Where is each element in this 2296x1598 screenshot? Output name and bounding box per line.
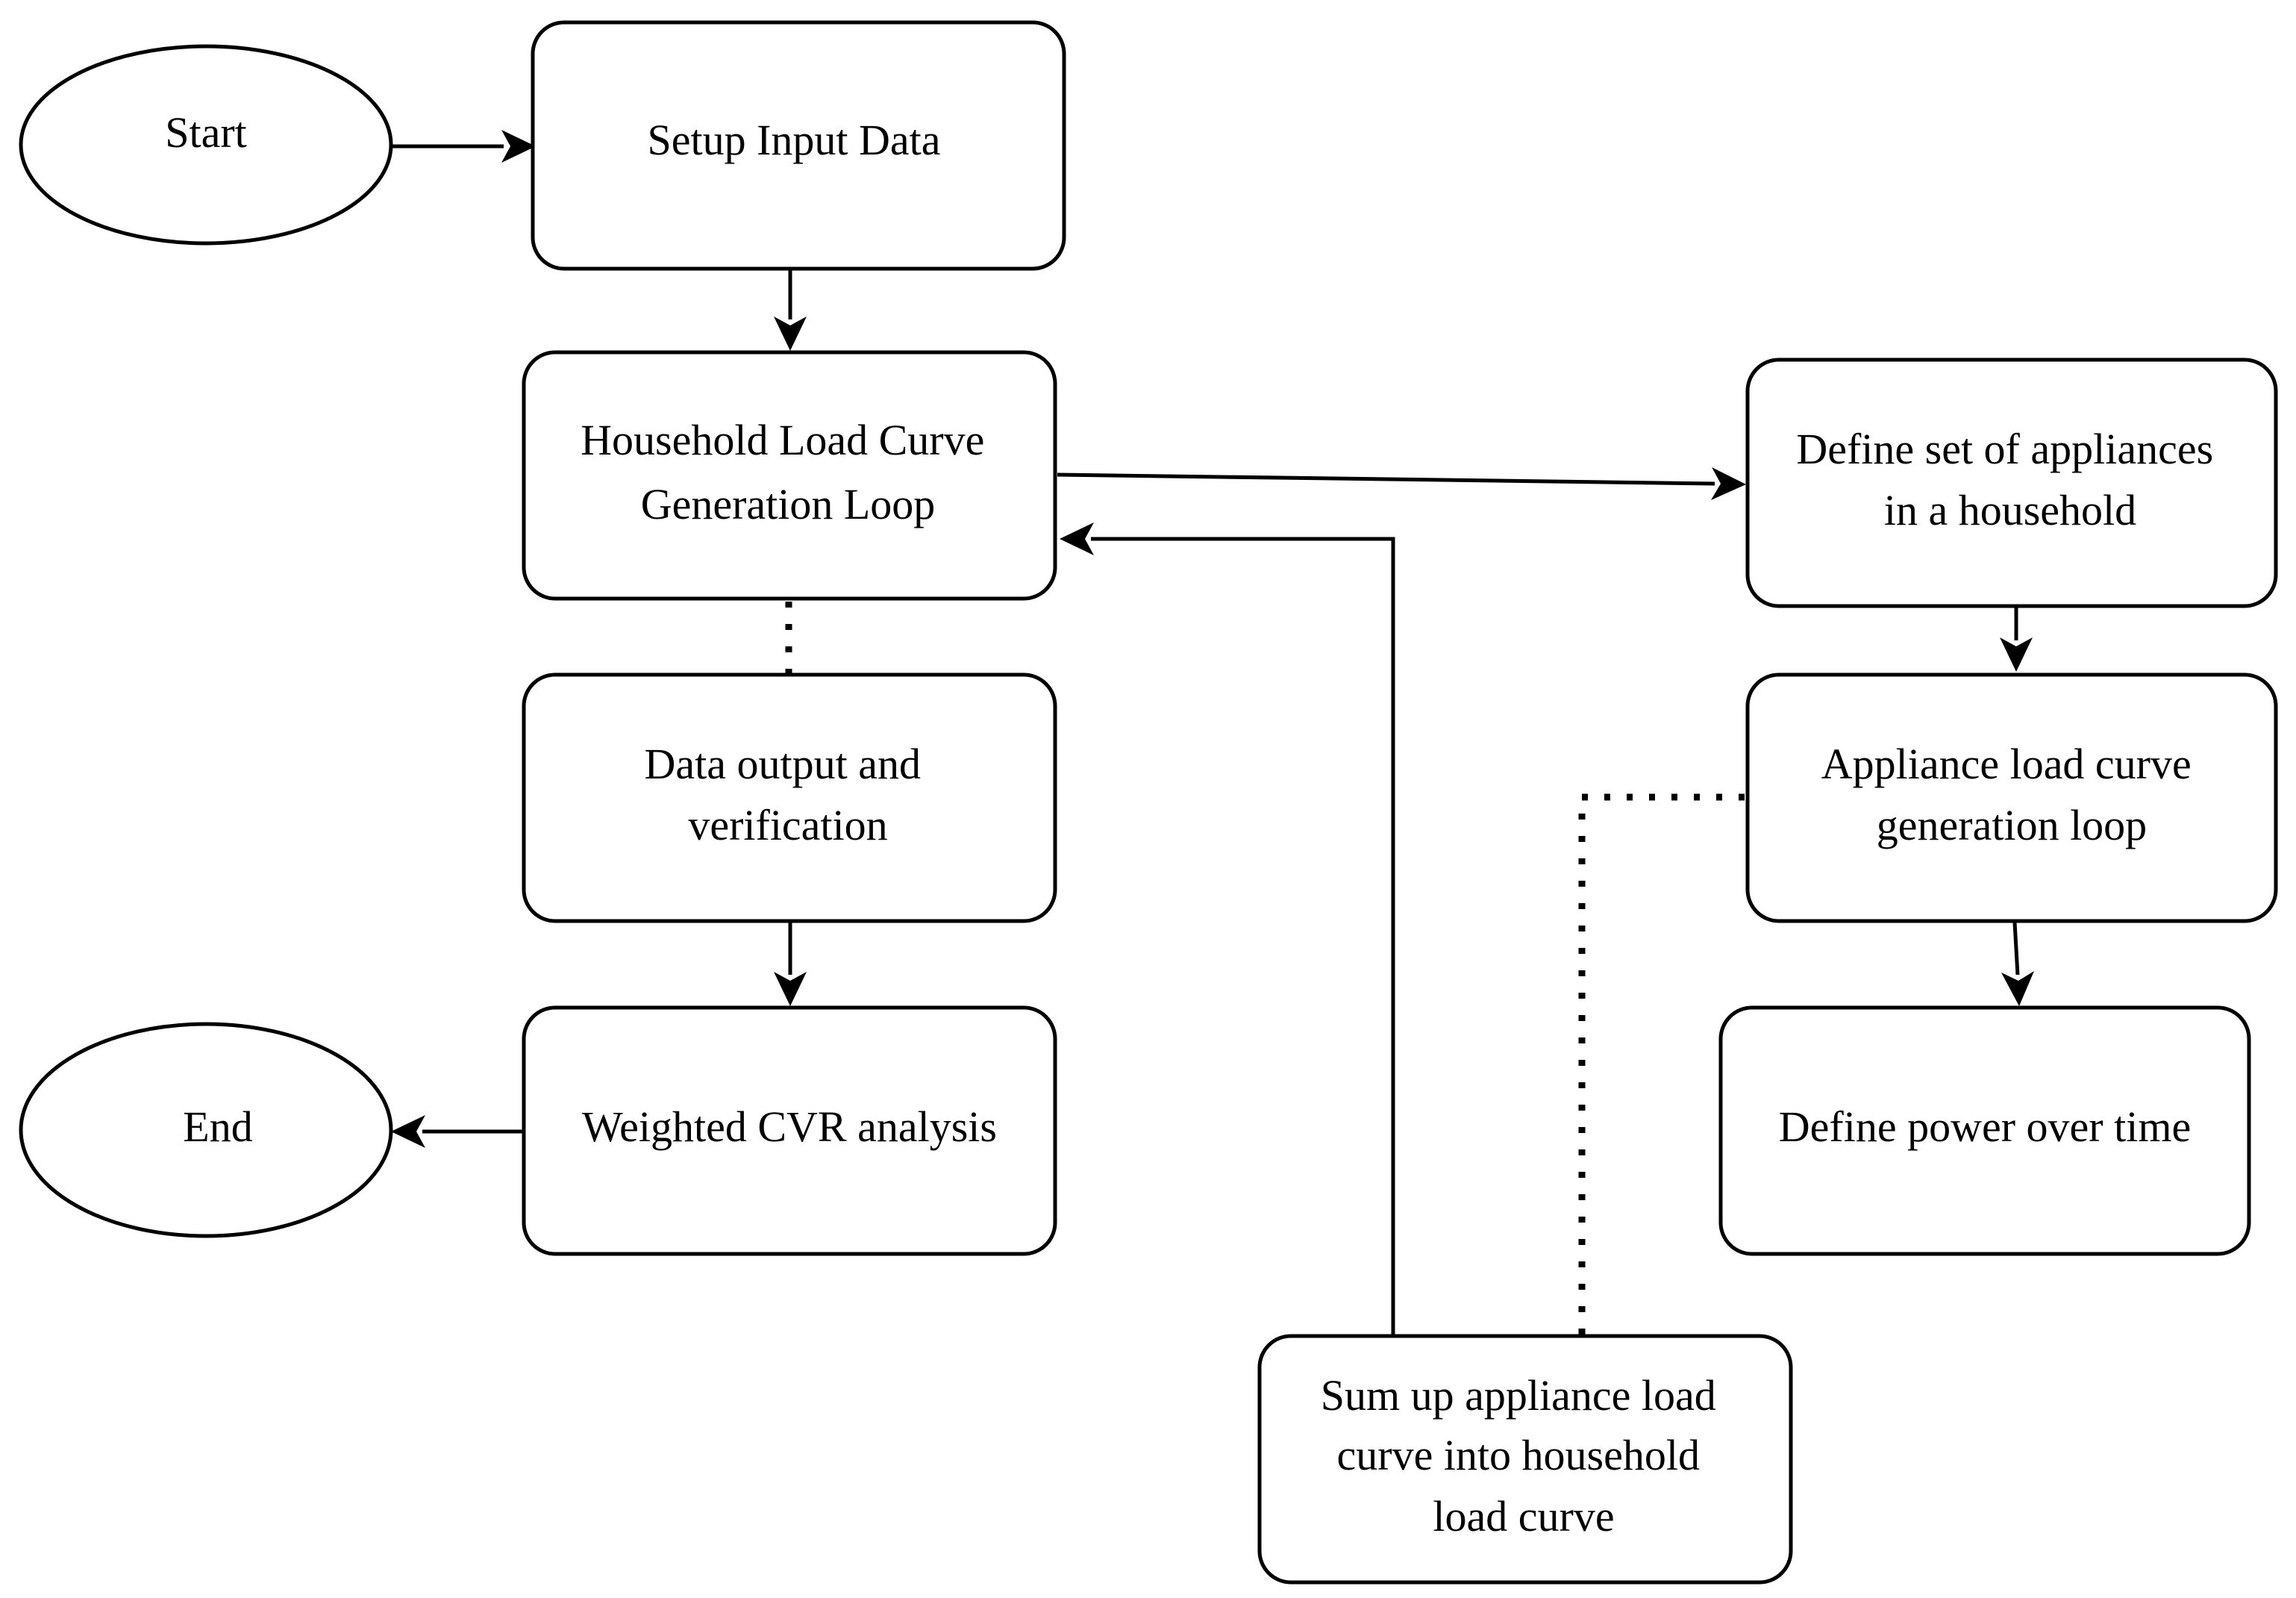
arrowhead-data-output-to-weighted-cvr [774, 972, 807, 1006]
node-define-set-of-appliances: Define set of appliances in a household [1745, 358, 2278, 608]
edge-appliance-loop-to-sum-up-dotted [1578, 793, 1745, 1336]
node-start: Start [19, 44, 393, 246]
sum-up-appliance-load-curve-box [1257, 1334, 1793, 1585]
arrowhead-household-loop-to-define-appliances [1711, 467, 1746, 500]
node-define-power-over-time: Define power over time [1718, 1005, 2251, 1256]
setup-input-data-box [531, 20, 1066, 271]
start-label: Start [165, 108, 247, 157]
edge-sum-up-to-household-loop [1091, 537, 1395, 1336]
setup-input-data-label: Setup Input Data [647, 116, 940, 164]
arrowhead-setup-to-household-loop [774, 316, 807, 351]
data-output-verification-box [522, 672, 1057, 923]
data-output-verification-label: Data output and verification [645, 740, 932, 849]
start-ellipse [19, 44, 393, 246]
household-load-curve-loop-label: Household Load Curve Generation Loop [581, 416, 995, 528]
define-power-over-time-label: Define power over time [1779, 1102, 2191, 1151]
weighted-cvr-analysis-label: Weighted CVR analysis [582, 1102, 997, 1151]
arrowhead-define-appliances-to-appliance-loop [2000, 637, 2033, 672]
node-appliance-load-curve-loop: Appliance load curve generation loop [1745, 672, 2278, 923]
define-power-over-time-box [1718, 1005, 2251, 1256]
appliance-load-curve-loop-label: Appliance load curve generation loop [1821, 740, 2203, 849]
edges [391, 130, 2034, 1336]
node-setup-input-data: Setup Input Data [531, 20, 1066, 271]
node-household-load-curve-loop: Household Load Curve Generation Loop [522, 350, 1057, 601]
arrowhead-appliance-loop-to-define-power [2001, 971, 2034, 1006]
node-data-output-verification: Data output and verification [522, 672, 1057, 923]
node-end: End [19, 1022, 393, 1238]
sum-up-appliance-load-curve-label: Sum up appliance load curve into househo… [1321, 1371, 1727, 1541]
weighted-cvr-analysis-box [522, 1005, 1057, 1256]
end-label: End [183, 1102, 252, 1151]
node-weighted-cvr-analysis: Weighted CVR analysis [522, 1005, 1057, 1256]
household-load-curve-loop-box [522, 350, 1057, 601]
end-ellipse [19, 1022, 393, 1238]
edge-household-loop-to-define-appliances [1057, 472, 1715, 486]
node-sum-up-appliance-load-curve: Sum up appliance load curve into househo… [1257, 1334, 1793, 1585]
edge-appliance-loop-to-define-power [2012, 922, 2020, 976]
arrowhead-sum-up-to-household-loop [1060, 522, 1094, 555]
arrowhead-start-to-setup [501, 130, 536, 163]
appliance-load-curve-loop-box [1745, 672, 2278, 923]
arrowhead-weighted-cvr-to-end [391, 1115, 425, 1148]
define-set-of-appliances-box [1745, 358, 2278, 608]
define-set-of-appliances-label: Define set of appliances in a household [1796, 425, 2224, 534]
